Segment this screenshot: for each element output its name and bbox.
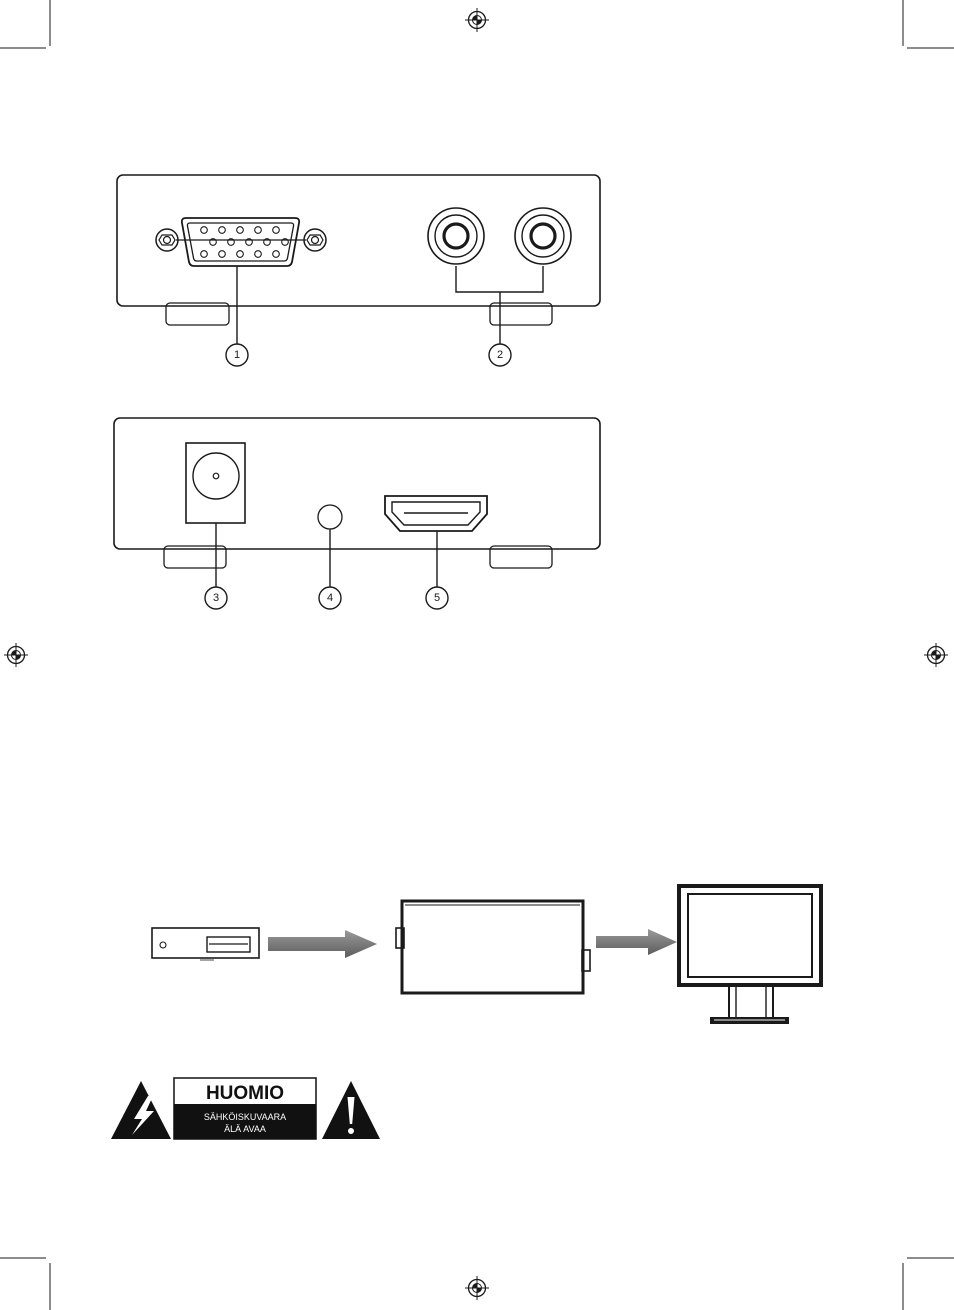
callout-1: 1	[226, 344, 248, 366]
registration-mark-top	[465, 8, 489, 32]
caution-line-2: ÄLÄ AVAA	[224, 1124, 266, 1134]
callout-4-label: 4	[327, 592, 333, 604]
hdmi-port	[385, 496, 487, 531]
registration-mark-left	[4, 643, 28, 667]
registration-mark-bottom	[465, 1276, 489, 1300]
leader-bracket-2	[456, 266, 543, 344]
callout-2: 2	[489, 344, 511, 366]
led-indicator	[318, 505, 342, 529]
callout-4: 4	[319, 587, 341, 609]
vga-connector	[156, 218, 326, 266]
caution-box: HUOMIO SÄHKÖISKUVAARA ÄLÄ AVAA	[174, 1078, 316, 1139]
warning-label: HUOMIO SÄHKÖISKUVAARA ÄLÄ AVAA	[111, 1078, 380, 1139]
electric-shock-warning-icon	[111, 1081, 171, 1139]
monitor-icon	[679, 886, 821, 1024]
caution-title: HUOMIO	[206, 1083, 284, 1104]
converter-box-icon	[396, 901, 590, 993]
back-panel-body	[114, 418, 600, 549]
arrow-right-icon	[268, 930, 377, 958]
caution-line-1: SÄHKÖISKUVAARA	[204, 1112, 286, 1122]
exclamation-warning-icon	[322, 1081, 380, 1139]
callout-5-label: 5	[434, 592, 440, 604]
back-panel-diagram: 3 4 5	[114, 418, 600, 609]
registration-mark-right	[924, 643, 948, 667]
callout-2-label: 2	[497, 349, 503, 361]
front-panel-diagram: 1 2	[117, 175, 600, 366]
rca-jack-right	[515, 208, 571, 264]
callout-3: 3	[205, 587, 227, 609]
callout-5: 5	[426, 587, 448, 609]
callout-3-label: 3	[213, 592, 219, 604]
rca-jack-left	[428, 208, 484, 264]
dc-power-jack	[186, 443, 245, 523]
source-player-icon	[152, 928, 259, 960]
connection-diagram	[152, 886, 821, 1024]
vga-shell-inner	[187, 223, 293, 261]
vga-screw-right-icon	[304, 229, 326, 251]
vga-pins	[201, 227, 289, 258]
arrow-right-icon	[596, 929, 677, 955]
callout-1-label: 1	[234, 349, 240, 361]
vga-screw-left-icon	[156, 229, 178, 251]
